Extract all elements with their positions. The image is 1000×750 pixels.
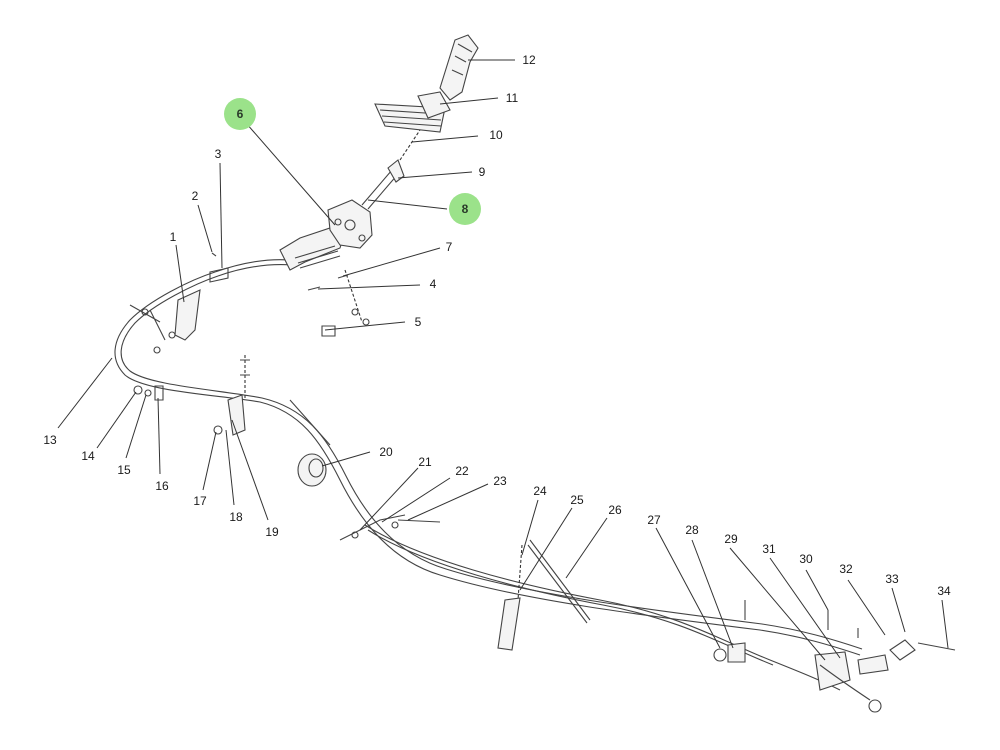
callout-4[interactable]: 4 <box>430 277 437 291</box>
callout-25[interactable]: 25 <box>570 493 584 507</box>
callout-29[interactable]: 29 <box>724 532 738 546</box>
callout-12[interactable]: 12 <box>522 53 536 67</box>
callout-7[interactable]: 7 <box>446 240 453 254</box>
callout-13[interactable]: 13 <box>43 433 57 447</box>
callout-23[interactable]: 23 <box>493 474 507 488</box>
callout-labels: 1 2 3 4 5 6 7 8 9 10 11 12 13 14 15 16 1… <box>43 53 951 598</box>
callout-10[interactable]: 10 <box>489 128 503 142</box>
highlight-circle-8 <box>449 193 481 225</box>
callout-20[interactable]: 20 <box>379 445 393 459</box>
leader-lines <box>57 59 949 661</box>
highlight-circle-6 <box>224 98 256 130</box>
callout-16[interactable]: 16 <box>155 479 169 493</box>
callout-21[interactable]: 21 <box>418 455 432 469</box>
callout-19[interactable]: 19 <box>265 525 279 539</box>
callout-15[interactable]: 15 <box>117 463 131 477</box>
callout-6[interactable]: 6 <box>237 107 244 121</box>
callout-2[interactable]: 2 <box>192 189 199 203</box>
callout-9[interactable]: 9 <box>479 165 486 179</box>
callout-11[interactable]: 11 <box>506 91 519 105</box>
callout-5[interactable]: 5 <box>415 315 422 329</box>
callout-32[interactable]: 32 <box>839 562 853 576</box>
callout-14[interactable]: 14 <box>81 449 95 463</box>
parts-illustration <box>114 34 956 713</box>
callout-8[interactable]: 8 <box>462 202 469 216</box>
callout-28[interactable]: 28 <box>685 523 699 537</box>
callout-31[interactable]: 31 <box>762 542 776 556</box>
callout-27[interactable]: 27 <box>647 513 661 527</box>
callout-33[interactable]: 33 <box>885 572 899 586</box>
callout-1[interactable]: 1 <box>170 230 177 244</box>
callout-34[interactable]: 34 <box>937 584 951 598</box>
callout-17[interactable]: 17 <box>193 494 207 508</box>
callout-26[interactable]: 26 <box>608 503 622 517</box>
callout-22[interactable]: 22 <box>455 464 469 478</box>
callout-3[interactable]: 3 <box>215 147 222 161</box>
callout-30[interactable]: 30 <box>799 552 813 566</box>
callout-24[interactable]: 24 <box>533 484 547 498</box>
callout-18[interactable]: 18 <box>229 510 243 524</box>
